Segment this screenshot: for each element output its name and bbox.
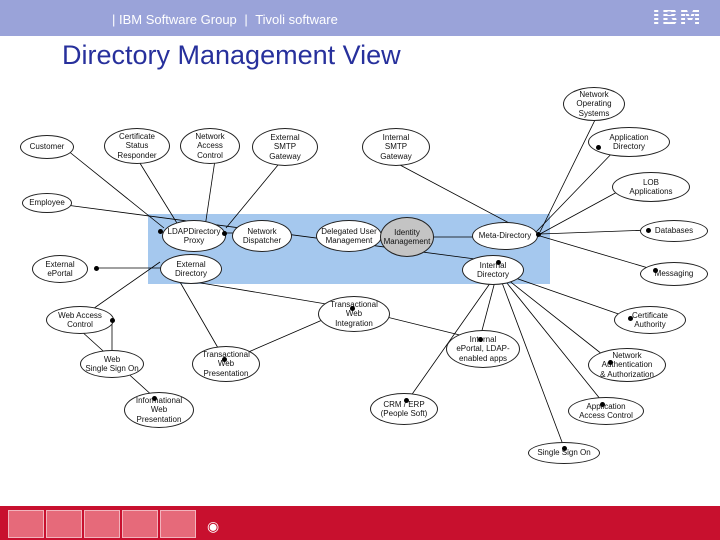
connector-dot [628, 316, 633, 321]
node-internal-eportal: Internal ePortal, LDAP- enabled apps [446, 330, 520, 368]
footer-image-tile [160, 510, 196, 538]
connector-dot [653, 268, 658, 273]
connector-dot [600, 402, 605, 407]
line-intdir-naa [497, 271, 613, 363]
node-internal-directory: Internal Directory [462, 255, 524, 285]
node-external-smtp-gateway: External SMTP Gateway [252, 128, 318, 166]
connector-dot [222, 231, 227, 236]
connector-dot [222, 357, 227, 362]
line-meta-msg [539, 235, 656, 271]
node-messaging: Messaging [640, 262, 708, 286]
header-separator: | [112, 12, 116, 27]
line-appdir-meta [535, 146, 619, 233]
node-delegated-user-management: Delegated User Management [316, 220, 382, 252]
node-network-authentication: Network Authentication & Authorization [588, 348, 666, 382]
line-intdir-ca [497, 271, 631, 319]
connector-dot [496, 260, 501, 265]
node-transactional-web-integration: Transactional Web Integration [318, 296, 390, 332]
node-web-single-sign-on: Web Single Sign On [80, 350, 144, 378]
ibm-logo: IBM [652, 6, 702, 31]
node-web-access-control: Web Access Control [46, 306, 114, 334]
line-csr-ldap [137, 159, 181, 229]
line-nac-ldap [204, 159, 216, 228]
connector-dot [478, 337, 483, 342]
footer-image-tile [122, 510, 158, 538]
node-employee: Employee [22, 193, 72, 213]
node-external-directory: External Directory [160, 254, 222, 284]
line-esmtp-ldap [225, 164, 279, 229]
footer-image-tile [46, 510, 82, 538]
node-internal-smtp-gateway: Internal SMTP Gateway [362, 128, 430, 166]
line-nos-meta [539, 119, 596, 233]
node-single-sign-on: Single Sign On [528, 442, 600, 464]
connector-dot [94, 266, 99, 271]
node-application-access-control: Application Access Control [568, 397, 644, 425]
connector-dot [596, 145, 601, 150]
connector-dot [608, 360, 613, 365]
footer-image-tile [8, 510, 44, 538]
node-identity-management: Identity Management [380, 217, 434, 257]
connector-dot [110, 318, 115, 323]
header-product: Tivoli software [255, 12, 338, 27]
header-group: IBM Software Group [119, 12, 237, 27]
node-lob-applications: LOB Applications [612, 172, 690, 202]
line-intdir-crm [407, 271, 499, 401]
node-customer: Customer [20, 135, 74, 159]
node-network-dispatcher: Network Dispatcher [232, 220, 292, 252]
line-intdir-sso [497, 271, 566, 451]
connector-dot [404, 398, 409, 403]
node-certificate-authority: Certificate Authority [614, 306, 686, 334]
node-external-eportal: External ePortal [32, 255, 88, 283]
header-bar: | IBM Software Group | Tivoli software I… [0, 0, 720, 36]
connector-dot [152, 396, 157, 401]
connector-dot [158, 229, 163, 234]
footer-image-tile [84, 510, 120, 538]
node-meta-directory: Meta-Directory [472, 222, 538, 250]
connector-dot [350, 306, 355, 311]
eye-icon: ◉ [207, 518, 220, 534]
line-meta-db [539, 229, 651, 235]
header-separator-2: | [244, 12, 248, 27]
page-title: Directory Management View [62, 40, 401, 70]
line-intdir-aac [497, 271, 606, 406]
node-informational-web-presentation: Informational Web Presentation [124, 392, 194, 428]
node-crm-erp: CRM / ERP (People Soft) [370, 393, 438, 425]
line-customer-ldap [61, 145, 165, 229]
node-databases: Databases [640, 220, 708, 242]
node-transactional-web-presentation: Transactional Web Presentation [192, 346, 260, 382]
connector-dot [562, 446, 567, 451]
line-ismtp-meta [399, 164, 527, 233]
header-title: | IBM Software Group | Tivoli software [112, 12, 338, 27]
connector-dot [646, 228, 651, 233]
node-ldap-directory-proxy: LDAPDirectory Proxy [162, 220, 226, 252]
footer-bar: ◉ [0, 506, 720, 540]
node-network-access-control: Network Access Control [180, 128, 240, 164]
node-network-os: Network Operating Systems [563, 87, 625, 121]
node-certificate-status-responder: Certificate Status Responder [104, 128, 170, 164]
node-application-directory: Application Directory [588, 127, 670, 157]
connector-dot [536, 232, 541, 237]
